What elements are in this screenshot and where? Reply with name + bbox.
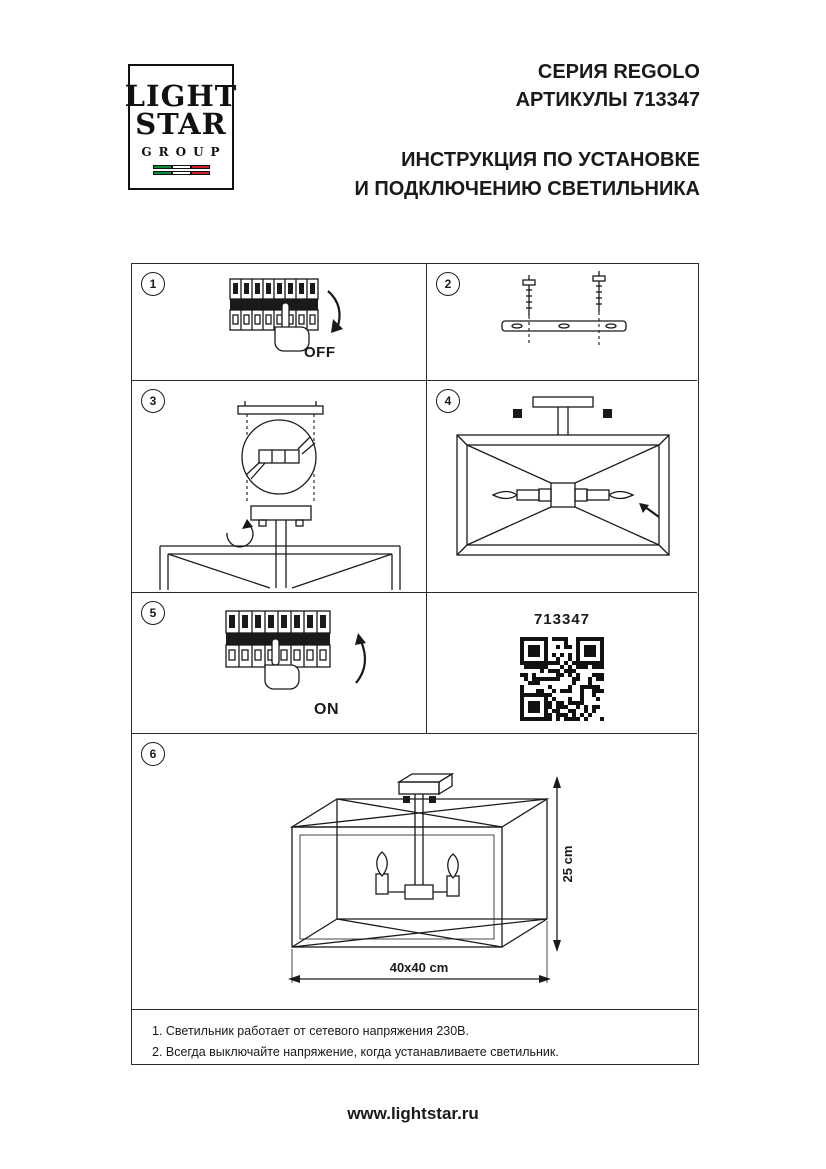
instruction-grid: 1 — [131, 263, 699, 1065]
mounting-plate-illustration — [501, 271, 627, 346]
step-4-panel: 4 — [427, 381, 697, 593]
breaker-on-illustration — [225, 610, 367, 690]
flag-white-segment — [171, 171, 191, 176]
magnifier-circle — [241, 419, 317, 495]
flag-green-segment — [152, 171, 172, 176]
lightstar-logo: LIGHT STAR GROUP — [125, 64, 236, 190]
canopy — [250, 505, 312, 521]
header-text-block: СЕРИЯ REGOLO АРТИКУЛЫ 713347 ИНСТРУКЦИЯ … — [354, 58, 700, 204]
step-1-panel: 1 — [132, 264, 427, 381]
flag-red-segment — [190, 165, 210, 170]
article-title: АРТИКУЛЫ 713347 — [515, 89, 700, 111]
flag-green-segment — [152, 165, 172, 170]
bulb-installation-illustration — [456, 396, 670, 556]
series-title: СЕРИЯ REGOLO — [537, 61, 700, 83]
off-label: OFF — [304, 344, 336, 361]
screw-icon — [522, 275, 536, 346]
step-6-number: 6 — [141, 742, 165, 766]
candle-bulb-icon — [433, 853, 460, 897]
logo-word-light: LIGHT — [124, 78, 238, 113]
note-line-1: 1. Светильник работает от сетевого напря… — [152, 1024, 469, 1038]
logo-word-group: GROUP — [141, 145, 227, 160]
candle-bulb-icon — [491, 488, 552, 502]
candle-bulb-icon — [375, 851, 405, 895]
italian-flag-icon — [152, 165, 210, 176]
step-3-panel: 3 — [132, 381, 427, 593]
logo-word-star: STAR — [135, 106, 227, 141]
central-hub — [550, 482, 576, 508]
step-1-number: 1 — [141, 272, 165, 296]
step-6-panel: 6 — [132, 734, 697, 1010]
step-2-panel: 2 — [427, 264, 697, 381]
article-qr-panel: 713347 — [427, 593, 697, 734]
step-2-number: 2 — [436, 272, 460, 296]
width-dimension-label: 40x40 cm — [389, 960, 449, 975]
step-4-number: 4 — [436, 389, 460, 413]
step-3-number: 3 — [141, 389, 165, 413]
note-line-2: 2. Всегда выключайте напряжение, когда у… — [152, 1044, 559, 1059]
assembled-lamp-illustration — [288, 772, 561, 983]
flag-red-segment — [190, 171, 210, 176]
instruction-title-line1: ИНСТРУКЦИЯ ПО УСТАНОВКЕ — [401, 149, 700, 171]
wiring-detail-illustration — [159, 401, 401, 590]
pointing-hand-icon — [264, 638, 300, 690]
instruction-title-line2: И ПОДКЛЮЧЕНИЮ СВЕТИЛЬНИКА — [354, 178, 700, 200]
flag-white-segment — [171, 165, 191, 170]
article-code: 713347 — [533, 611, 591, 628]
website-link: www.lightstar.ru — [347, 1104, 479, 1123]
candle-bulb-icon — [574, 488, 635, 502]
instruction-title: ИНСТРУКЦИЯ ПО УСТАНОВКЕ И ПОДКЛЮЧЕНИЮ СВ… — [354, 146, 700, 204]
terminal-block-icon — [245, 436, 316, 480]
safety-notes: 1. Светильник работает от сетевого напря… — [132, 1010, 697, 1063]
step-5-panel: 5 — [132, 593, 427, 734]
on-label: ON — [314, 701, 339, 718]
height-dimension-arrow — [553, 776, 561, 952]
breaker-off-illustration — [229, 278, 343, 352]
pointing-hand-icon — [274, 302, 310, 352]
height-dimension-label: 25 cm — [559, 845, 575, 883]
width-dimension-arrow — [288, 921, 551, 983]
step-5-number: 5 — [141, 601, 165, 625]
screw-icon — [592, 271, 606, 346]
qr-code — [520, 637, 604, 721]
